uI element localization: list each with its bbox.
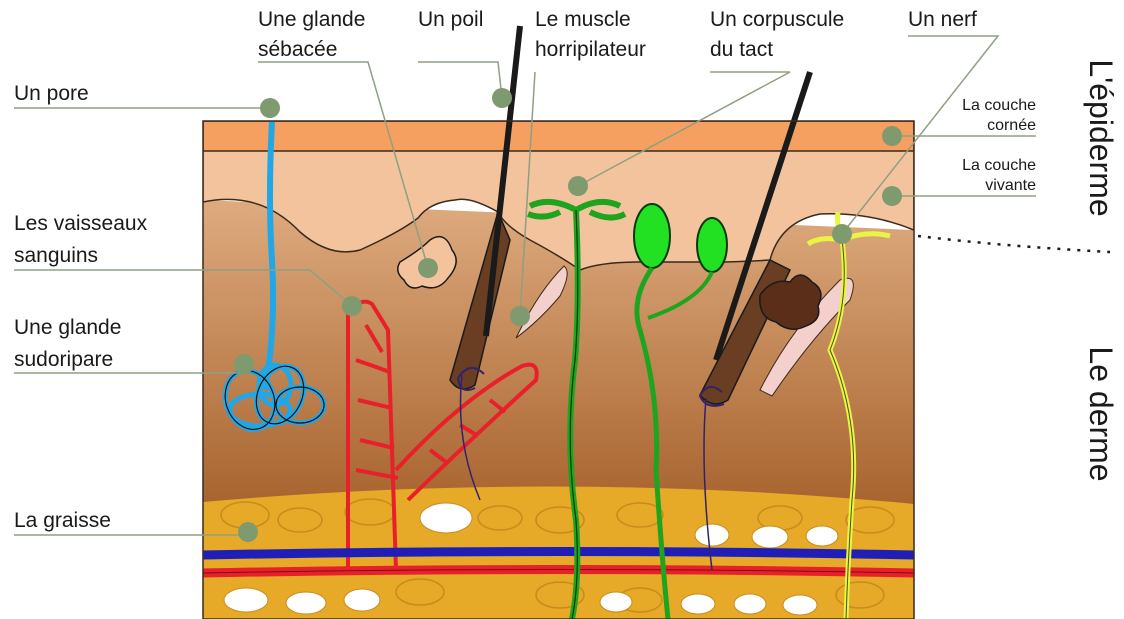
skin-block [203, 121, 914, 619]
label-dermis: Le derme [1083, 346, 1119, 481]
sensory-bulb-left [634, 204, 670, 268]
label-corpuscle-line1: Un corpuscule [710, 8, 844, 31]
label-pore: Un pore [14, 82, 89, 105]
label-vessels-line2: sanguins [14, 244, 98, 267]
label-sebaceous-line2: sébacée [258, 38, 337, 61]
label-living-layer-line1: La couche [962, 157, 1036, 174]
label-sebaceous-line1: Une glande [258, 8, 365, 31]
label-corpuscle-line2: du tact [710, 38, 773, 61]
layer-separator [918, 236, 1110, 252]
label-nerve: Un nerf [908, 8, 977, 31]
label-stratum-corneum-line2: cornée [987, 117, 1036, 134]
label-muscle-line2: horripilateur [535, 38, 646, 61]
label-sweat-gland-line2: sudoripare [14, 348, 113, 371]
deep-vein [203, 552, 914, 556]
label-vessels-line1: Les vaisseaux [14, 212, 148, 235]
sensory-bulb-right [697, 218, 727, 272]
label-epidermis: L'épiderme [1083, 59, 1119, 216]
label-sweat-gland-line1: Une glande [14, 316, 121, 339]
label-fat: La graisse [14, 509, 111, 532]
label-living-layer-line2: vivante [985, 177, 1036, 194]
label-muscle-line1: Le muscle [535, 8, 631, 31]
label-hair: Un poil [418, 8, 483, 31]
label-stratum-corneum-line1: La couche [962, 97, 1036, 114]
stratum-corneum [203, 121, 914, 151]
